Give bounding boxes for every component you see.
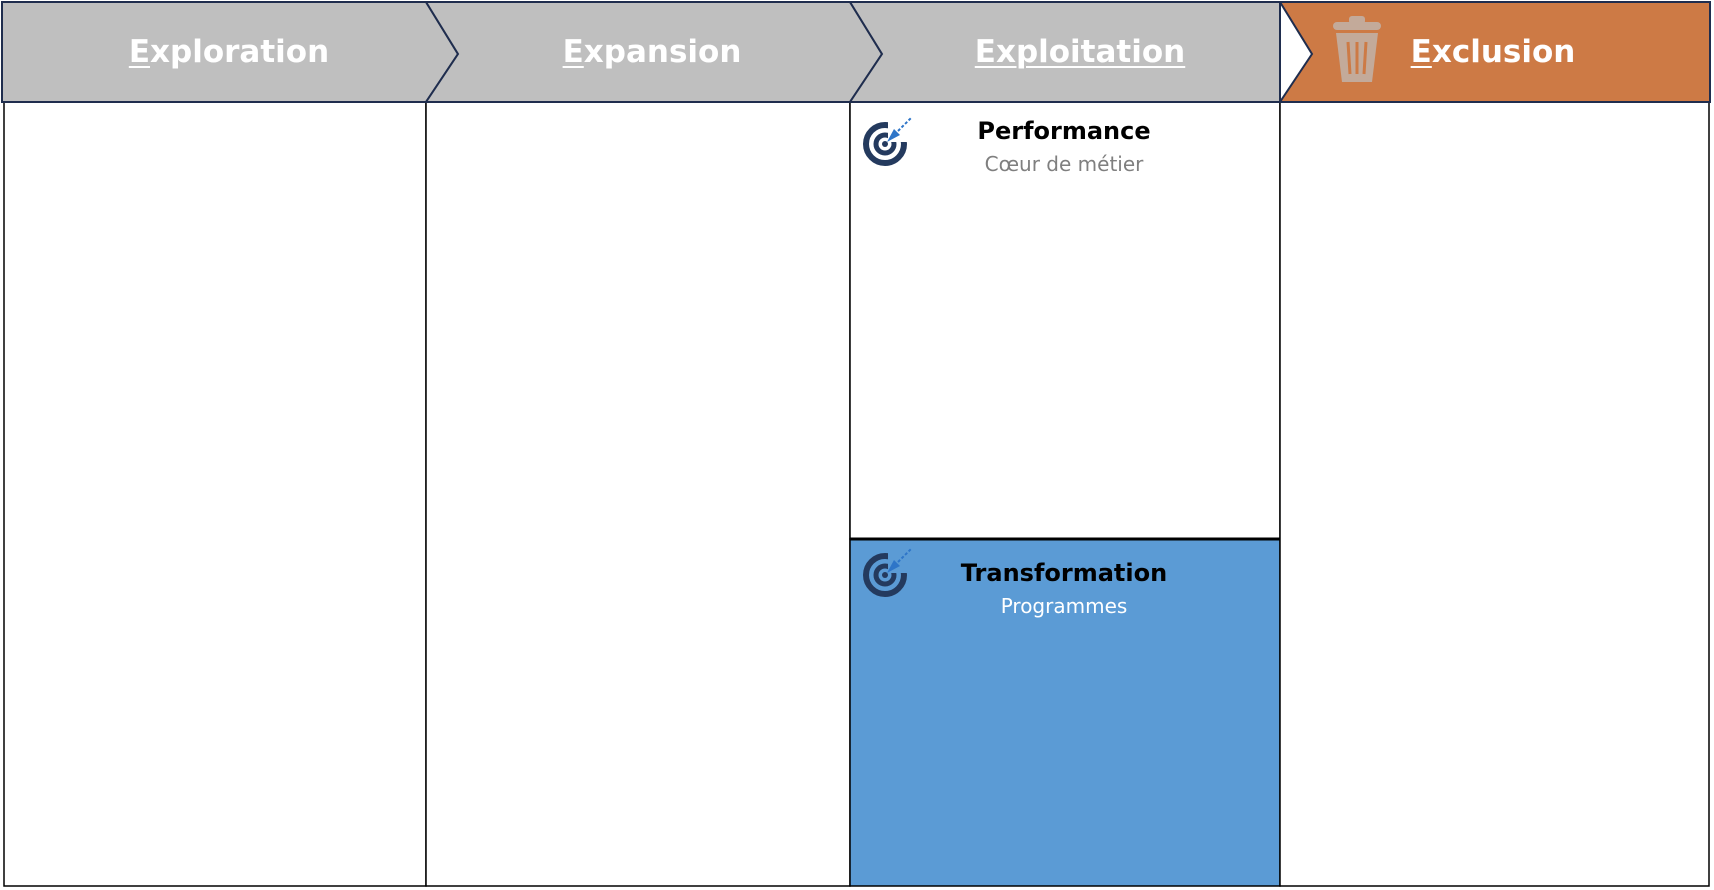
transformation-title: Transformation (960, 559, 1168, 587)
column-expansion (425, 101, 851, 887)
column-exclusion (1279, 101, 1710, 887)
header-exploitation[interactable] (848, 1, 1281, 103)
header-label-exclusion: Exclusion (1410, 34, 1576, 70)
transformation-subtitle: Programmes (1000, 594, 1128, 618)
header-label-expansion: Expansion (562, 34, 742, 70)
card-performance (849, 101, 1281, 540)
trash-icon (1333, 16, 1381, 82)
performance-subtitle: Cœur de métier (984, 152, 1144, 176)
header-label-exploration: Exploration (128, 34, 330, 70)
performance-title: Performance (977, 117, 1151, 145)
card-transformation (849, 538, 1281, 887)
header-exclusion[interactable] (1278, 1, 1711, 103)
target-icon (863, 548, 912, 597)
target-icon (863, 117, 912, 166)
column-exploration (3, 101, 427, 887)
header-label-exploitation: Exploitation (974, 34, 1186, 70)
